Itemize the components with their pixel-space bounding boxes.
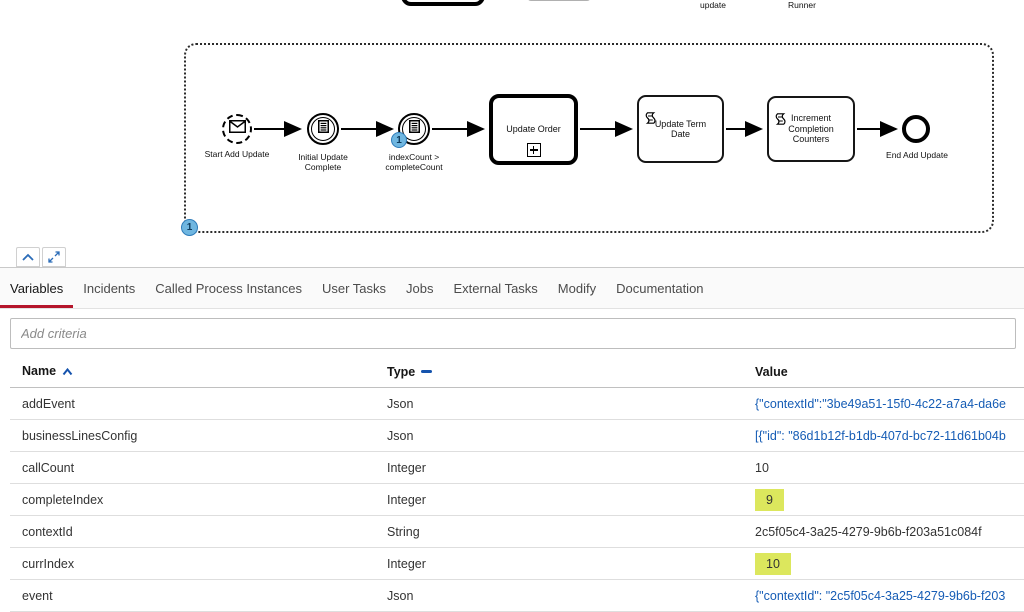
- detail-tabs: Variables Incidents Called Process Insta…: [0, 268, 1024, 309]
- script-icon: [773, 101, 787, 128]
- tab-documentation[interactable]: Documentation: [616, 280, 704, 296]
- conditional-event-label: Initial Update Complete: [298, 152, 348, 172]
- variable-name: contextId: [22, 524, 73, 539]
- tab-incidents[interactable]: Incidents: [83, 280, 136, 296]
- task-label: Increment Completion Counters: [788, 113, 834, 145]
- panel-controls: [16, 247, 66, 267]
- tab-modify[interactable]: Modify: [557, 280, 597, 296]
- variable-value: 10: [755, 460, 769, 475]
- task-label: Update Term Date: [654, 118, 707, 140]
- variable-name: completeIndex: [22, 492, 104, 507]
- event-inner-ring: [402, 117, 426, 141]
- variable-value-link[interactable]: [{"id": "86d1b12f-b1db-407d-bc72-11d61b0…: [755, 428, 1006, 443]
- script-task-update-term-date[interactable]: Update Term Date: [637, 95, 724, 163]
- task-label: Update Order: [506, 124, 561, 135]
- variable-name: event: [22, 588, 53, 603]
- sort-asc-icon: [62, 365, 73, 379]
- variable-type: Integer: [387, 556, 426, 571]
- event-subprocess-boundary[interactable]: [184, 43, 994, 233]
- table-row: event Json {"contextId": "2c5f05c4-3a25-…: [10, 580, 1024, 612]
- variable-type: Integer: [387, 460, 426, 475]
- tab-jobs[interactable]: Jobs: [406, 280, 434, 296]
- end-event-node[interactable]: [902, 115, 930, 143]
- bpmn-diagram: update Runner 1 Start Add Update: [0, 0, 1024, 268]
- table-row: currIndex Integer 10: [10, 548, 1024, 580]
- table-row: contextId String 2c5f05c4-3a25-4279-9b6b…: [10, 516, 1024, 548]
- cropped-node-label: update: [700, 0, 726, 10]
- variable-type: Json: [387, 428, 414, 443]
- cropped-task-shape: [401, 0, 485, 6]
- variable-value-link[interactable]: {"contextId":"3be49a51-15f0-4c22-a7a4-da…: [755, 396, 1007, 411]
- conditional-event-label-2: indexCount > completeCount: [385, 152, 443, 172]
- table-row: completeIndex Integer 9: [10, 484, 1024, 516]
- expand-panel-button[interactable]: [42, 247, 66, 267]
- table-row: callCount Integer 10: [10, 452, 1024, 484]
- variable-type: Json: [387, 588, 414, 603]
- end-event-label: End Add Update: [886, 150, 948, 160]
- event-inner-ring: [311, 117, 335, 141]
- script-icon: [643, 100, 657, 127]
- subprocess-plus-icon: [526, 143, 541, 157]
- add-criteria-input[interactable]: [10, 318, 1016, 349]
- table-header-row: Name Type Value: [10, 356, 1024, 388]
- variable-type: String: [387, 524, 420, 539]
- tab-variables[interactable]: Variables: [0, 268, 73, 308]
- variable-value-link[interactable]: {"contextId": "2c5f05c4-3a25-4279-9b6b-f…: [755, 588, 1006, 603]
- script-task-increment-counters[interactable]: Increment Completion Counters: [767, 96, 855, 162]
- tab-called-process-instances[interactable]: Called Process Instances: [155, 280, 302, 296]
- conditional-icon: [408, 120, 420, 138]
- tab-user-tasks[interactable]: User Tasks: [321, 280, 387, 296]
- tab-external-tasks[interactable]: External Tasks: [453, 280, 538, 296]
- column-header-type[interactable]: Type: [387, 365, 755, 379]
- conditional-icon: [317, 120, 329, 138]
- column-header-name[interactable]: Name: [10, 364, 387, 379]
- sort-none-icon: [421, 369, 433, 373]
- variables-table: Name Type Value addEvent Json {"contextI…: [10, 356, 1024, 612]
- variable-name: businessLinesConfig: [22, 428, 138, 443]
- variable-value: 2c5f05c4-3a25-4279-9b6b-f203a51c084f: [755, 524, 982, 539]
- cropped-task-shape-2: [527, 0, 591, 1]
- start-event-node[interactable]: [222, 114, 252, 144]
- call-activity-update-order[interactable]: Update Order: [489, 94, 578, 165]
- variable-value-highlighted: 10: [755, 552, 791, 575]
- variable-name: callCount: [22, 460, 75, 475]
- cropped-node-label: Runner: [788, 0, 816, 10]
- variable-name: currIndex: [22, 556, 75, 571]
- column-header-value[interactable]: Value: [755, 364, 788, 379]
- filter-bar: [0, 309, 1024, 356]
- variable-type: Integer: [387, 492, 426, 507]
- instance-count-badge: 1: [391, 132, 407, 148]
- conditional-event-node[interactable]: [307, 113, 339, 145]
- message-icon: [228, 120, 246, 138]
- variable-value-highlighted: 9: [755, 488, 784, 511]
- start-event-label: Start Add Update: [204, 149, 270, 159]
- variable-name: addEvent: [22, 396, 75, 411]
- variable-type: Json: [387, 396, 414, 411]
- table-row: addEvent Json {"contextId":"3be49a51-15f…: [10, 388, 1024, 420]
- table-row: businessLinesConfig Json [{"id": "86d1b1…: [10, 420, 1024, 452]
- instance-count-badge: 1: [181, 219, 198, 236]
- detail-panel: Variables Incidents Called Process Insta…: [0, 247, 1024, 612]
- collapse-panel-button[interactable]: [16, 247, 40, 267]
